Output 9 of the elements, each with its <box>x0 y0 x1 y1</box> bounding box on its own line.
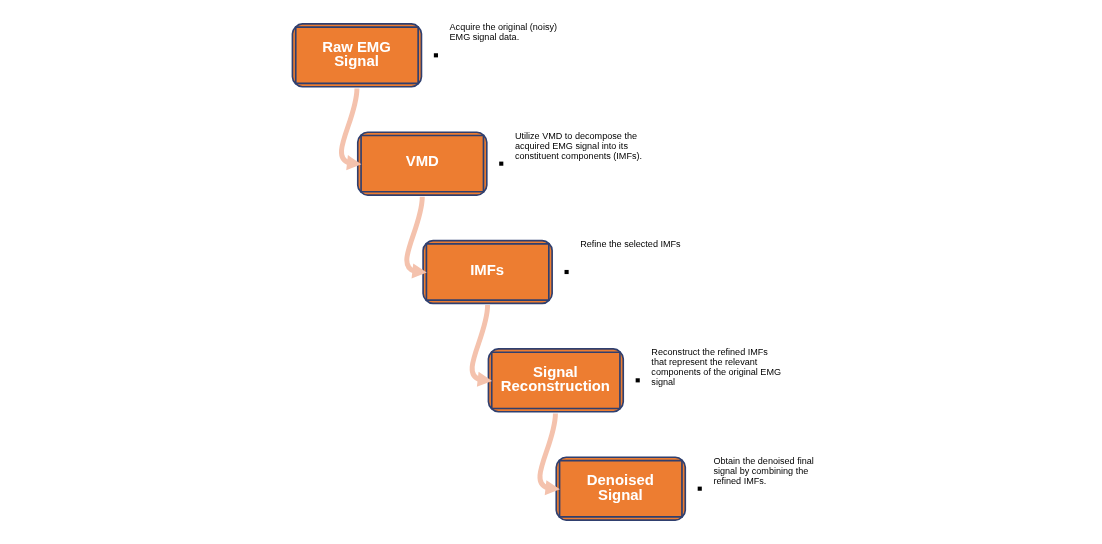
node-label: Obtain the denoised final signal by combining the refined IMFs. <box>712 455 814 486</box>
arrow <box>537 413 560 496</box>
node-label: Utilize VMD to decompose the acquired EMG signal into its constituent components (IMFs). <box>514 130 642 161</box>
arrow <box>469 304 492 387</box>
arrow <box>403 196 427 279</box>
node-label: Reconstruct the refined IMFs that represent the relevant components of the original EMG signal <box>650 347 781 388</box>
node-label: Refine the selected IMFs <box>579 239 681 250</box>
node-label: Acquire the original (noisy) EMG signal data. <box>449 22 557 43</box>
arrow <box>338 88 361 171</box>
